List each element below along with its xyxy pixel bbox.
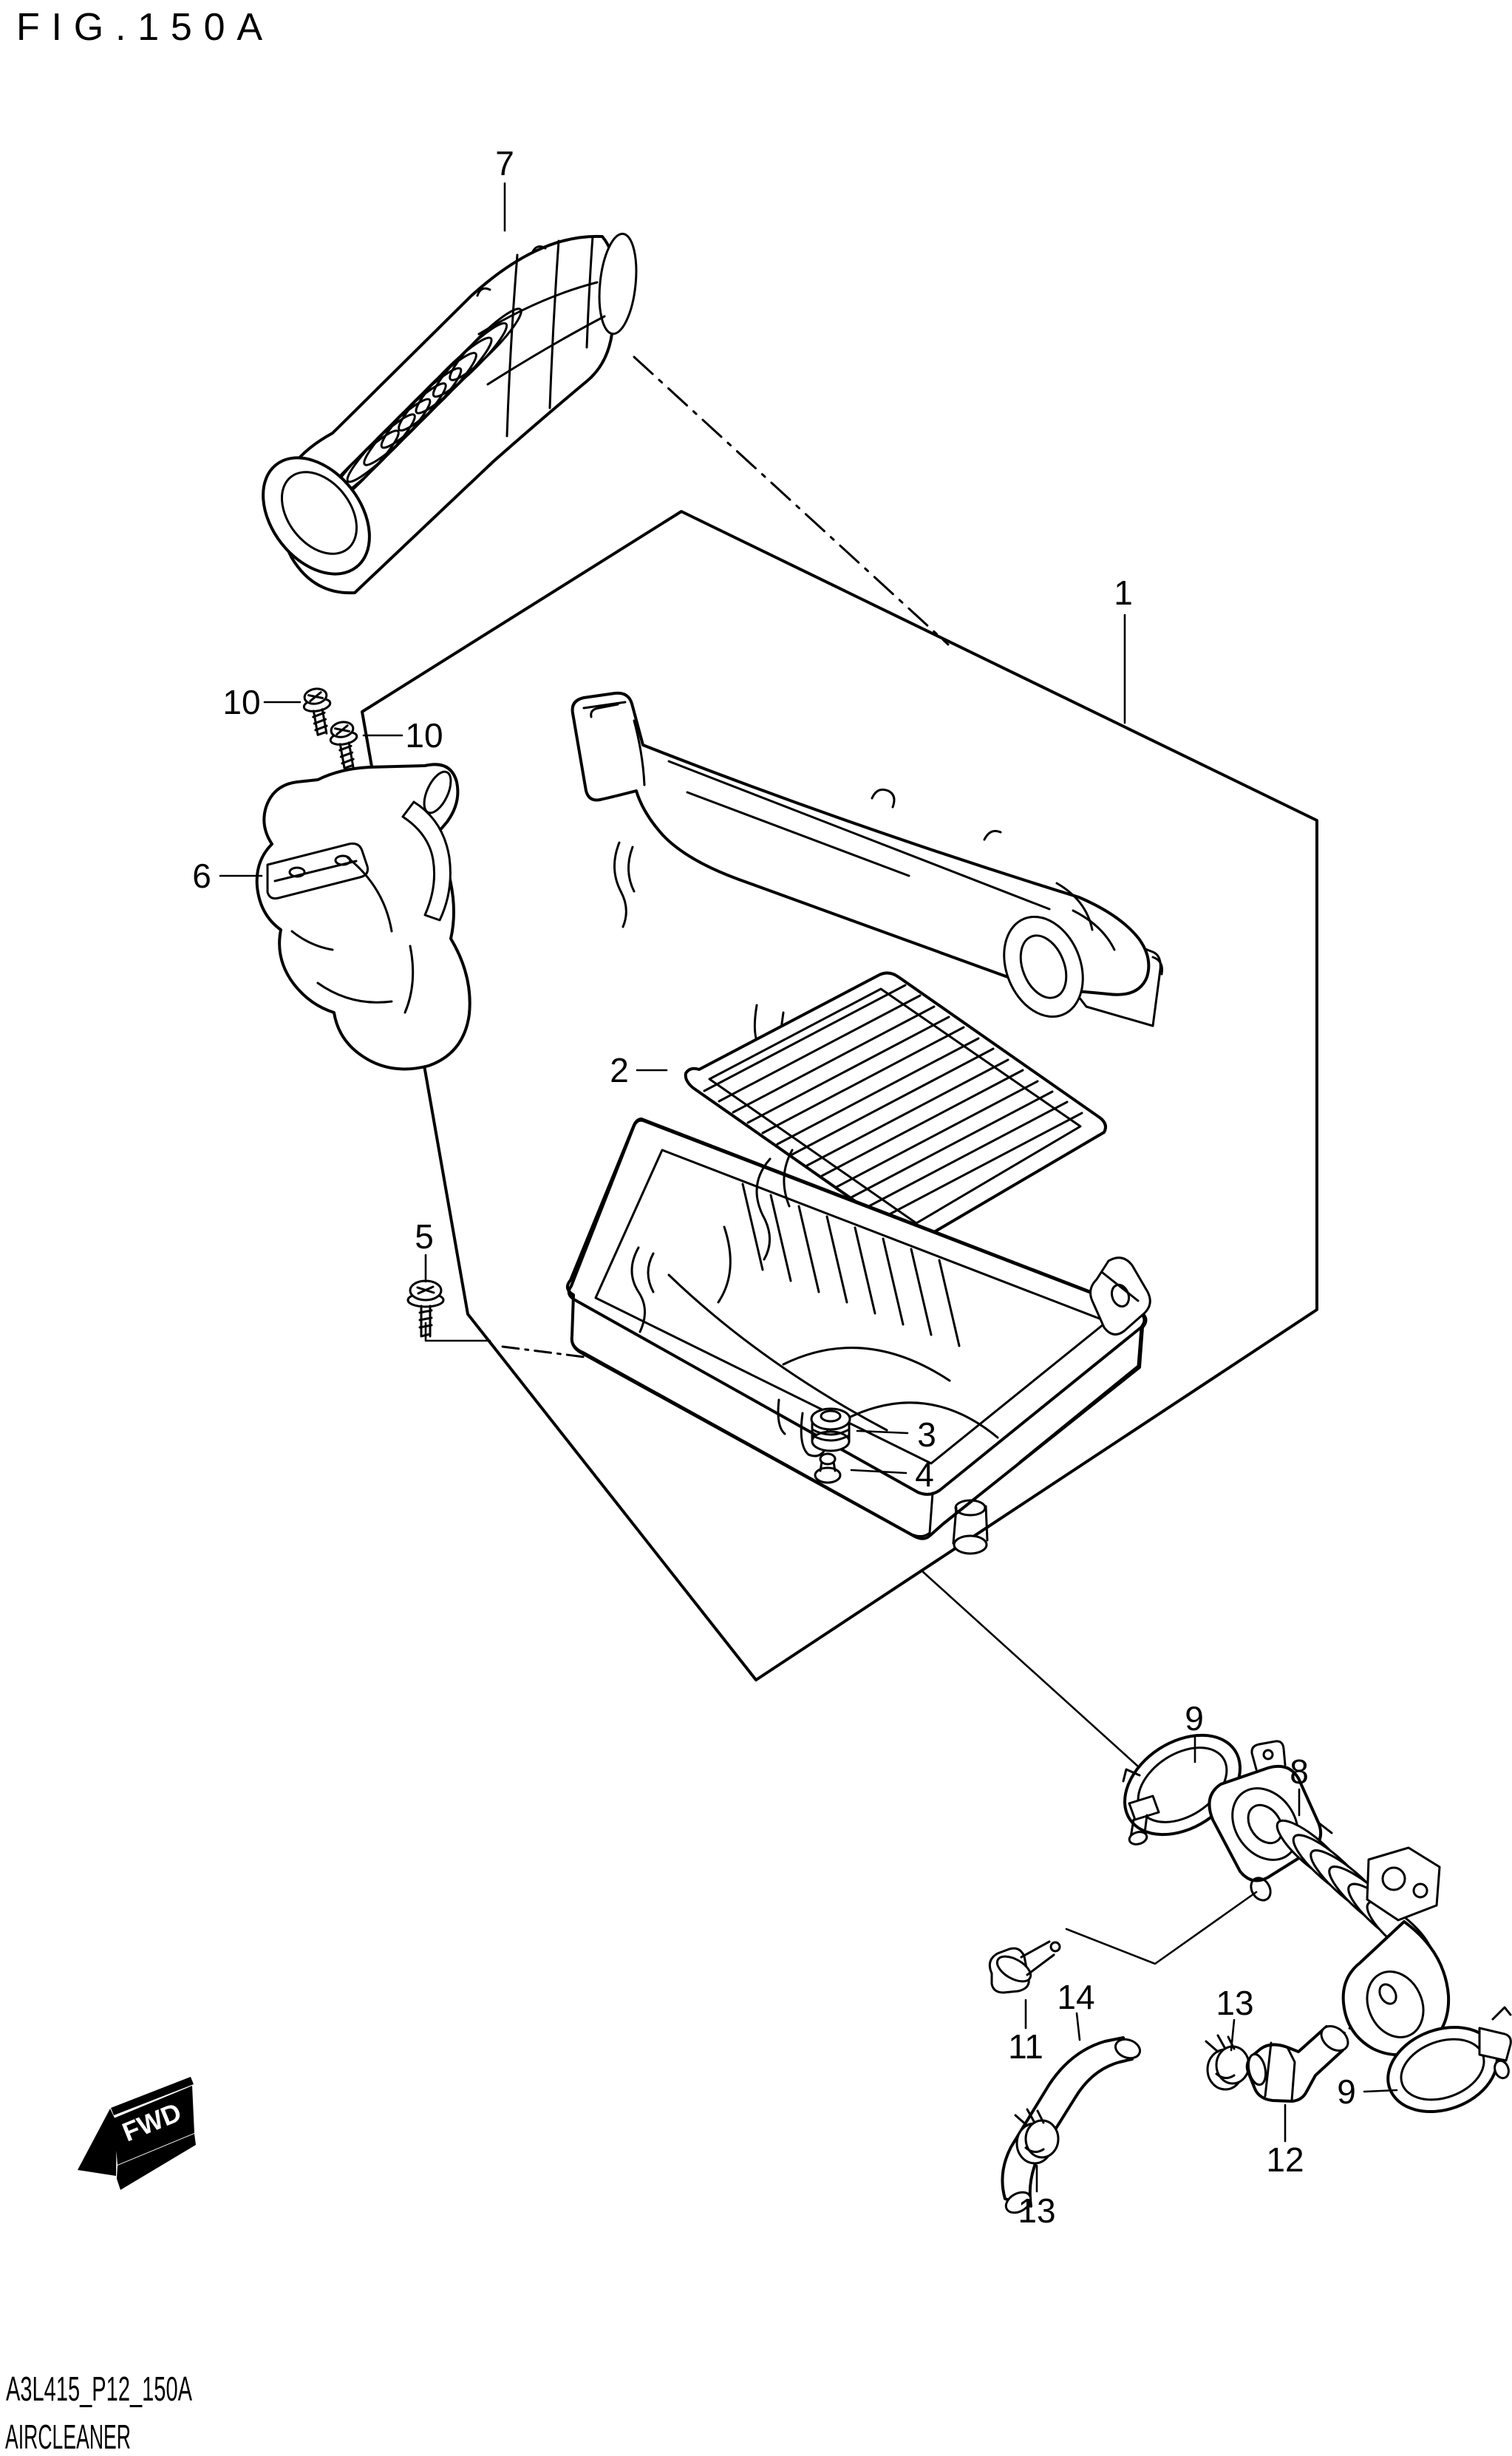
part-6-air-inlet-duct-drawing — [255, 763, 471, 1071]
part-3-rubber-mount-drawing — [810, 1407, 851, 1452]
callout-13-leader-line — [1230, 2018, 1236, 2052]
part-4-spacer-drawing — [814, 1452, 842, 1484]
callout-9-label: 9 — [1185, 1699, 1204, 1738]
callout-10-label: 10 — [405, 716, 443, 755]
drawing-code: A3L415_P12_150A — [6, 2370, 192, 2408]
assembly-boundary-box — [361, 510, 1318, 1681]
callout-11-label: 11 — [1008, 2027, 1043, 2066]
part-9-hose-clamp-lower-drawing — [1386, 2006, 1512, 2114]
filter-pleats — [703, 984, 1083, 1220]
part-10-bolt-drawing — [302, 687, 332, 736]
tray-inner-ribs — [741, 1183, 961, 1347]
callout-10-label: 10 — [222, 683, 260, 721]
callout-7-label: 7 — [495, 144, 514, 183]
part-10-bolt-drawing — [329, 721, 358, 769]
callout-13-label: 13 — [1216, 1984, 1253, 2022]
callout-1-label: 1 — [1114, 574, 1133, 612]
part-group-name: AIRCLEANER — [5, 2418, 131, 2456]
figure-title: FIG.150A — [16, 6, 264, 49]
fwd-orientation-marker: FWD — [78, 2077, 196, 2190]
sensor11-reference-line — [1065, 1891, 1258, 1965]
part-12-elbow-connector-drawing — [1245, 2024, 1349, 2103]
callout-6-label: 6 — [192, 857, 211, 895]
part-13-spring-clamp-drawing — [1014, 2108, 1060, 2165]
callout-8-label: 8 — [1290, 1752, 1309, 1791]
fwd-panel — [114, 2086, 194, 2165]
callout-2-label: 2 — [610, 1051, 629, 1089]
part-7-intake-hose-drawing — [262, 232, 638, 595]
callout-3-leader-line — [856, 1429, 909, 1435]
hose-centerline-leader — [633, 356, 950, 646]
callout-3-label: 3 — [917, 1415, 936, 1454]
callout-14-leader-line — [1075, 2012, 1081, 2041]
part-5-screw-drawing — [406, 1279, 445, 1338]
clamp9-reference-line — [920, 1569, 1140, 1768]
callout-4-label: 4 — [915, 1455, 934, 1494]
fwd-top-edge — [111, 2077, 194, 2115]
callout-4-leader-line — [850, 1469, 907, 1474]
callout-12-label: 12 — [1266, 2140, 1304, 2179]
callout-9-label: 9 — [1337, 2072, 1356, 2111]
part-11-sensor-drawing — [988, 1940, 1061, 1994]
screw5-reference-line — [424, 1321, 491, 1342]
part-8-intake-tube-drawing — [1208, 1740, 1451, 2057]
fwd-bottom-flap — [117, 2134, 196, 2190]
callout-5-label: 5 — [415, 1217, 434, 1256]
fwd-arrowhead — [78, 2109, 117, 2176]
part-13-spring-clamp-drawing — [1205, 2034, 1250, 2091]
callout-14-label: 14 — [1057, 1978, 1094, 2016]
part-1-air-cleaner-lower-case-drawing — [565, 1118, 1151, 1555]
part-2-filter-element-drawing — [684, 971, 1107, 1242]
callout-13-label: 13 — [1018, 2191, 1055, 2230]
callout-9-leader-line — [1363, 2089, 1398, 2093]
